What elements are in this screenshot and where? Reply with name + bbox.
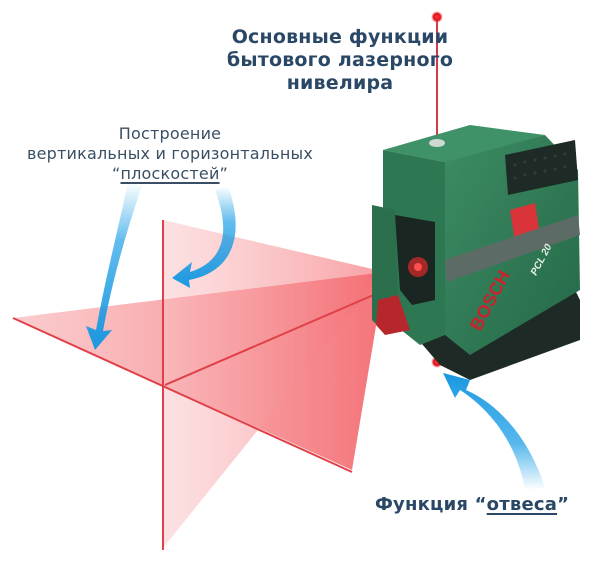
arrow-to-horizontal-plane-icon	[86, 182, 142, 350]
planes-emphasis: плоскостей	[120, 164, 220, 183]
plumb-label: Функция “отвеса”	[375, 494, 590, 516]
arrow-to-plumb-point-icon	[443, 373, 545, 490]
laser-level-device	[372, 125, 580, 380]
planes-arrows	[86, 182, 236, 350]
diagram-title: Основные функции бытового лазерного ниве…	[190, 26, 490, 95]
title-line-1: Основные функции	[231, 26, 449, 48]
planes-label: Построение вертикальных и горизонтальных…	[10, 124, 330, 184]
laser-lines	[12, 220, 386, 550]
plumb-arrow	[443, 373, 545, 490]
plumb-label-prefix: Функция	[375, 494, 475, 515]
planes-label-line-3: “плоскостей”	[10, 164, 330, 184]
plumb-emphasis: отвеса	[486, 494, 558, 515]
quote-close: ”	[219, 164, 229, 183]
vertical-laser-plane	[163, 220, 385, 548]
quote-open: “	[474, 494, 487, 515]
planes-label-line-2: вертикальных и горизонтальных	[26, 144, 314, 163]
planes-label-line-1: Построение	[118, 124, 222, 143]
arrow-to-vertical-plane-icon	[172, 186, 236, 288]
quote-open: “	[111, 164, 121, 183]
quote-close: ”	[557, 494, 570, 515]
vertical-beam-top	[431, 11, 443, 135]
title-line-2: бытового лазерного нивелира	[226, 49, 454, 94]
